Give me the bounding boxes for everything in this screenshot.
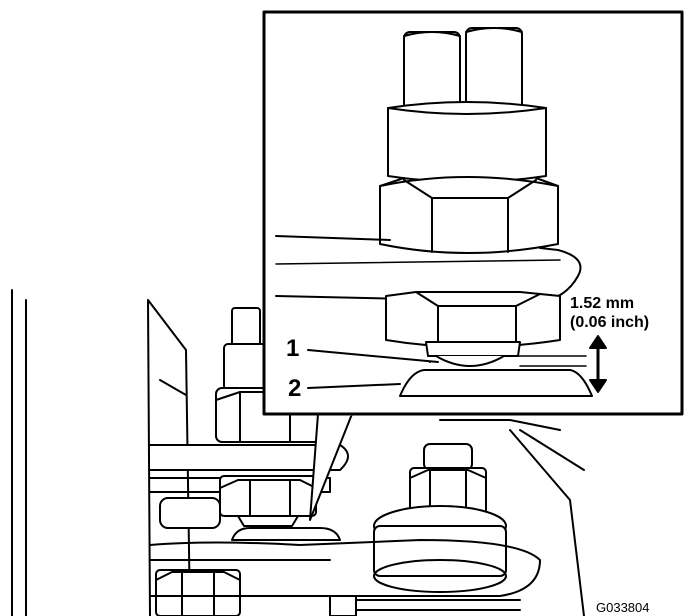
gap-measurement-arrow — [590, 336, 606, 392]
detail-inset-contents — [276, 28, 606, 396]
figure-id: G033804 — [596, 600, 650, 615]
leader-line-1 — [308, 350, 438, 362]
measurement-imperial: (0.06 inch) — [570, 314, 650, 331]
callout-1-label: 1 — [286, 335, 300, 362]
leader-line-2 — [308, 384, 400, 388]
measurement-metric: 1.52 mm — [570, 295, 635, 312]
callout-pointer — [310, 414, 352, 520]
callout-2-label: 2 — [288, 375, 302, 402]
